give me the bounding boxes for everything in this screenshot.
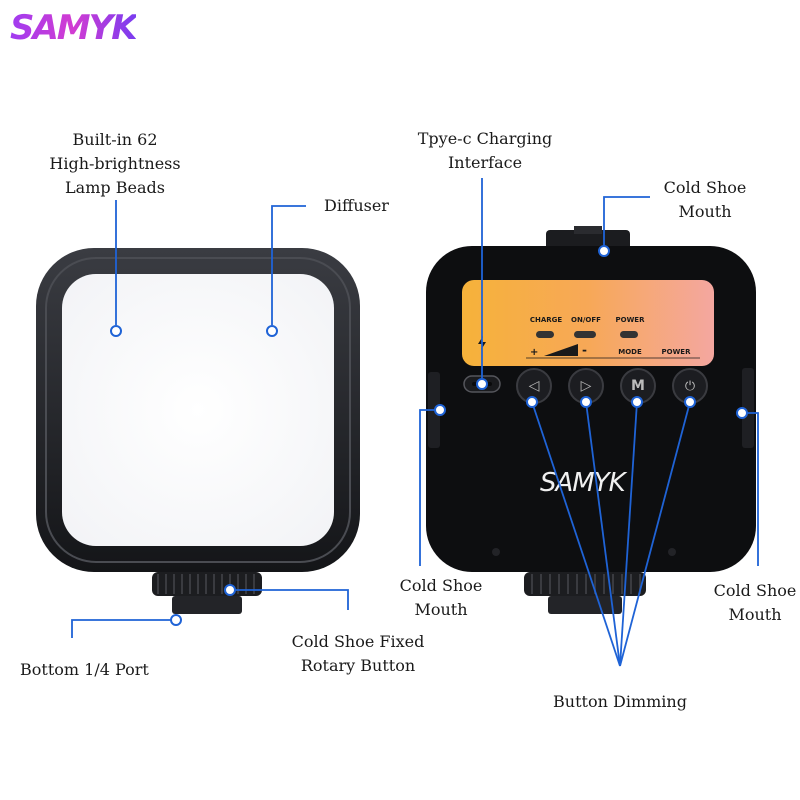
display-panel (462, 280, 714, 366)
power-temp-icon: ⏻ (684, 378, 696, 394)
mode-icon: M (631, 378, 645, 394)
power-temp-button[interactable]: ⏻ (672, 368, 708, 404)
next-icon: ▷ (580, 378, 592, 394)
label-cold-shoe-left: Cold Shoe Mouth (399, 576, 483, 619)
label-cold-shoe-right: Cold Shoe Mouth (713, 581, 797, 624)
back-light (426, 226, 756, 614)
next-button[interactable]: ▷ (568, 368, 604, 404)
diffuser-panel (62, 274, 334, 546)
label-button-dimming: Button Dimming (553, 692, 687, 711)
label-bottom-port: Bottom 1/4 Port (20, 660, 149, 679)
label-charging-interface: Tpye-c Charging Interface (417, 129, 553, 172)
right-cold-shoe-slot (742, 368, 754, 448)
front-light (36, 248, 360, 614)
panel-minus-sign: - (582, 343, 587, 357)
body-logo: SAMYK (540, 468, 626, 498)
label-diffuser: Diffuser (324, 196, 389, 215)
brightness-slider-icon (544, 344, 578, 356)
panel-power-bottom-label: POWER (661, 348, 691, 356)
left-cold-shoe-slot (428, 372, 440, 448)
prev-icon: ◁ (528, 378, 540, 394)
prev-button[interactable]: ◁ (516, 368, 552, 404)
label-lamp-beads: Built-in 62 High-brightness Lamp Beads (49, 130, 181, 197)
panel-power-label: POWER (615, 316, 645, 324)
mode-button[interactable]: M (620, 368, 656, 404)
panel-plus-sign: + (530, 347, 539, 358)
label-cold-shoe-top: Cold Shoe Mouth (663, 178, 747, 221)
cold-shoe-foot (172, 596, 242, 614)
panel-charge-label: CHARGE (529, 316, 563, 324)
panel-mode-label: MODE (618, 348, 642, 356)
brand-logo: SAMYK (10, 8, 138, 48)
panel-onoff-label: ON/OFF (571, 316, 601, 324)
label-rotary-button: Cold Shoe Fixed Rotary Button (291, 632, 425, 675)
